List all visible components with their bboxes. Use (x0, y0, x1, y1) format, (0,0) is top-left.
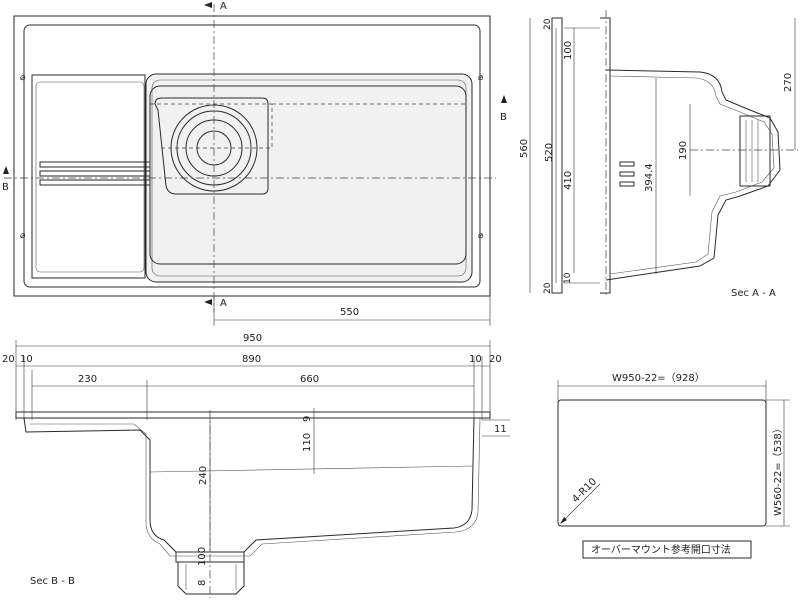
plan-outer-edge (13, 15, 491, 297)
sec-b-sink-profile (23, 417, 475, 553)
sec-a-bowl-inner (609, 75, 775, 275)
sec-a-slot-1 (619, 161, 635, 167)
sec-a-dim-410: 410 (563, 171, 574, 190)
plan-clip-br: ⌀ (478, 231, 484, 241)
sec-b-dim-11: 11 (494, 424, 507, 435)
sec-a-bottom-arrow (204, 299, 212, 305)
opening-note: オーバーマウント参考開口寸法 (591, 543, 731, 556)
sec-b-dim-660: 660 (300, 374, 319, 385)
opening-radius-arrow (560, 517, 567, 524)
sec-b-dim-20-right: 20 (489, 354, 502, 365)
plan-slot-1 (39, 161, 151, 168)
plan-slot-2 (39, 170, 151, 177)
sec-b-left-label: B (2, 182, 9, 193)
plan-drainboard (31, 74, 146, 279)
plan-clip-bl: ⌀ (20, 231, 26, 241)
sec-b-dim-230: 230 (78, 374, 97, 385)
sec-b-dim-100: 100 (197, 547, 208, 566)
sec-b-dim-9: 9 (302, 416, 313, 422)
sec-a-dim-100: 100 (563, 41, 574, 60)
sec-a-title: Sec A - A (731, 288, 776, 299)
sec-b-dim-110: 110 (302, 433, 313, 452)
sec-a-bottom-label: A (220, 298, 227, 309)
sec-b-dim-950: 950 (243, 333, 262, 344)
sec-a-dim-270: 270 (783, 73, 794, 92)
sec-a-slot-3 (619, 181, 635, 187)
sec-b-sink-inner (30, 417, 481, 557)
sec-a-drain-body (739, 115, 771, 187)
sec-b-countertop (15, 411, 491, 419)
sec-a-dim-394: 394.4 (644, 163, 655, 192)
sec-a-top-label: A (220, 1, 227, 12)
sec-b-left-arrow (3, 166, 9, 174)
plan-clip-tr: ⌀ (478, 73, 484, 83)
opening-diagram: W950-22=（928） W560-22=（538） 4-R10 オーバーマウ… (557, 372, 790, 559)
opening-radius-label: 4-R10 (570, 476, 599, 505)
sec-b-water-line (149, 465, 473, 473)
plan-clip-tl: ⌀ (20, 73, 26, 83)
opening-note-box (582, 540, 752, 559)
sec-b-dim-890: 890 (242, 354, 261, 365)
sec-a-dim-560: 560 (519, 139, 530, 158)
sec-a-countertop-left (551, 17, 563, 294)
plan-drain-recess (154, 97, 269, 195)
plan-view: ⌀ ⌀ ⌀ ⌀ A A B B 550 (2, 1, 507, 326)
opening-width-label: W950-22=（928） (612, 372, 705, 384)
sec-a-top-arrow (204, 2, 212, 8)
sec-a-dim-20-top: 20 (543, 18, 553, 30)
sec-b-dim-8: 8 (197, 580, 208, 586)
sec-b-title: Sec B - B (30, 576, 75, 587)
sec-a-flange (600, 17, 611, 294)
sec-a-dim-10: 10 (563, 272, 573, 284)
sec-b-dim-20-left: 20 (2, 354, 15, 365)
plan-rim (23, 24, 481, 288)
section-a-a: 560 520 20 100 410 10 20 394.4 190 270 S… (519, 10, 798, 299)
sec-a-dim-520: 520 (544, 143, 555, 162)
sec-b-drain-body (177, 562, 245, 595)
opening-rectangle (557, 399, 767, 527)
sec-b-dim-10-right: 10 (469, 354, 482, 365)
plan-drainboard-inner (35, 81, 145, 273)
opening-radius-leader (561, 483, 601, 523)
sec-b-dim-10-left: 10 (20, 354, 33, 365)
sec-a-slot-2 (619, 171, 635, 177)
plan-slot-3 (39, 179, 151, 186)
plan-hidden-line (150, 103, 466, 149)
plan-dim-550: 550 (340, 307, 359, 318)
sec-a-bowl-profile (605, 69, 781, 281)
section-b-b: 950 20 10 890 10 20 230 660 240 9 1 (2, 333, 510, 598)
sec-b-right-arrow (501, 95, 507, 103)
opening-height-label: W560-22=（538） (772, 423, 784, 516)
sec-b-right-label: B (500, 112, 507, 123)
sec-a-dim-190: 190 (678, 141, 689, 160)
sec-b-dim-240: 240 (198, 466, 209, 485)
sec-a-dim-20-bottom: 20 (543, 282, 553, 294)
